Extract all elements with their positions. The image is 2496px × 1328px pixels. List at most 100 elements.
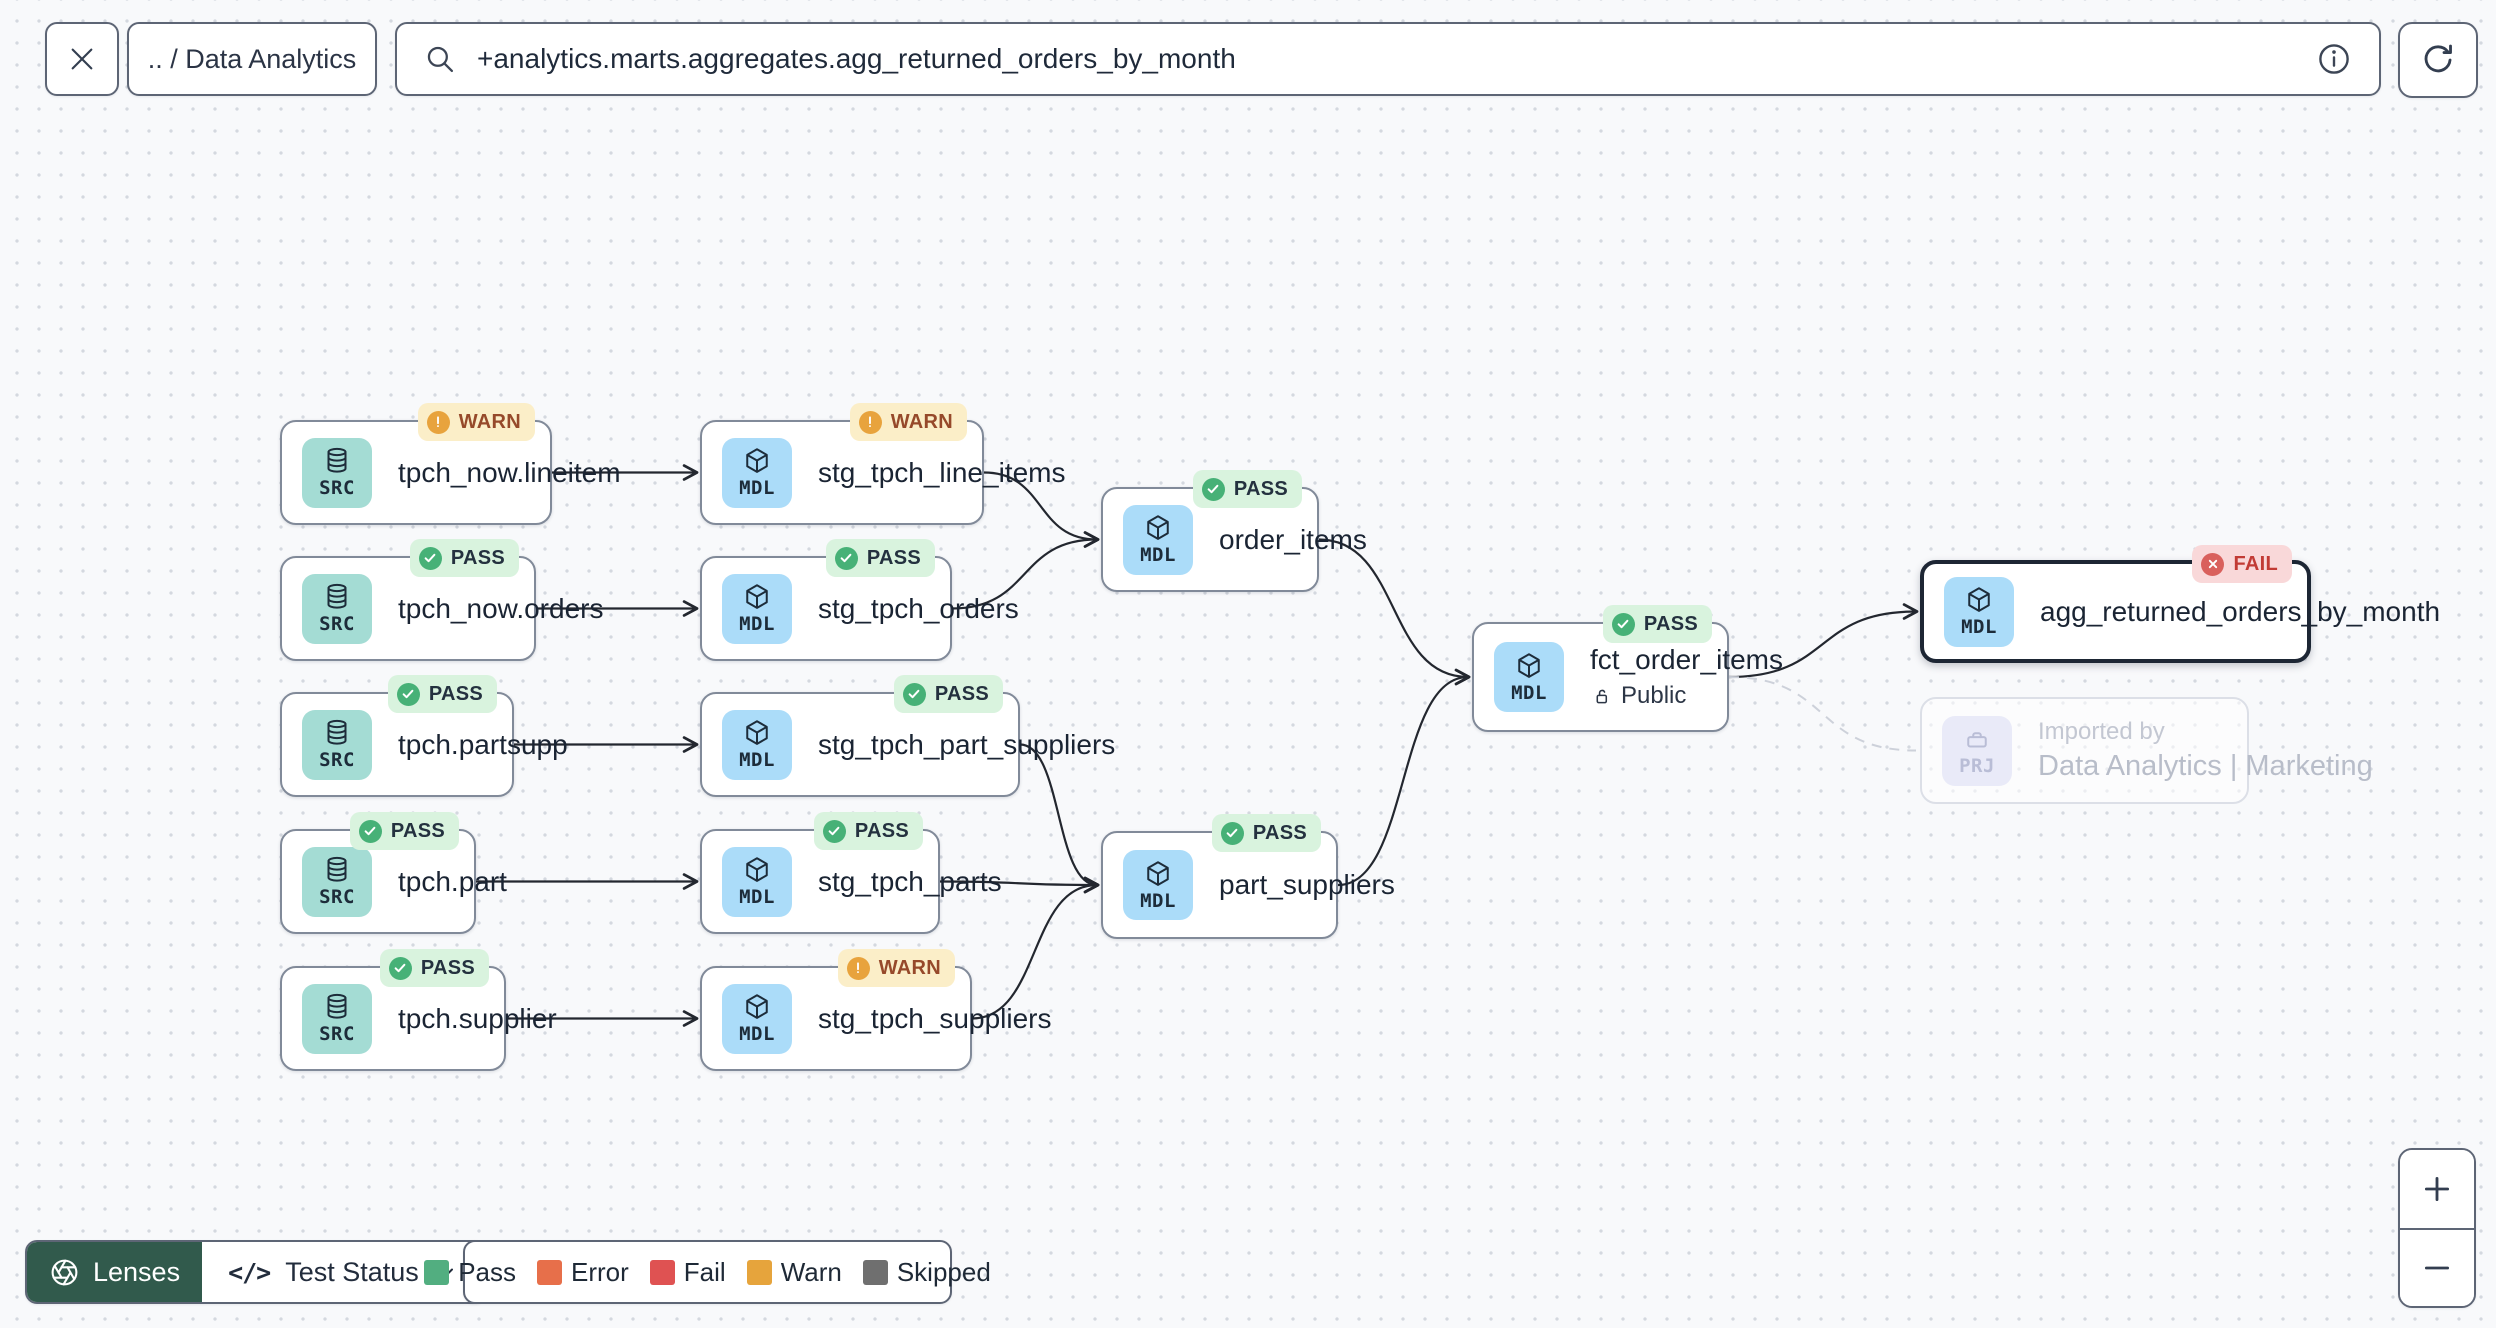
src-tile: SRC bbox=[302, 709, 372, 780]
status-label: PASS bbox=[854, 819, 909, 842]
lenses-control: Lenses </> Test Status bbox=[25, 1240, 486, 1304]
legend-item-fail: Fail bbox=[649, 1257, 726, 1288]
node-title: stg_tpch_parts bbox=[818, 865, 1002, 897]
status-label: WARN bbox=[878, 956, 941, 979]
status-label: PASS bbox=[866, 546, 921, 569]
warn-status-icon bbox=[858, 410, 882, 434]
node-title: Data Analytics | Marketing bbox=[2038, 750, 2373, 782]
mdl-tile: MDL bbox=[1123, 504, 1193, 575]
status-label: PASS bbox=[1252, 821, 1307, 844]
legend-label: Error bbox=[571, 1256, 629, 1287]
status-badge: WARN bbox=[849, 403, 967, 441]
edge-stg_tpch_orders-to-order_items bbox=[951, 531, 1100, 610]
pass-status-icon bbox=[396, 682, 420, 706]
prj-tile: PRJ bbox=[1942, 715, 2012, 786]
access-label: Public bbox=[1621, 682, 1687, 709]
aperture-icon bbox=[49, 1257, 80, 1288]
legend-item-pass: Pass bbox=[424, 1257, 516, 1288]
database-icon bbox=[327, 993, 347, 1019]
model-cube-icon bbox=[1147, 515, 1169, 540]
status-badge: PASS bbox=[409, 539, 519, 577]
pass-status-icon bbox=[1201, 477, 1225, 501]
src-tile: SRC bbox=[302, 846, 372, 917]
project-icon bbox=[1967, 732, 1987, 748]
edge-stg_tpch_parts-to-part_suppliers bbox=[939, 876, 1100, 894]
edge-stg_tpch_line_items-to-order_items bbox=[983, 471, 1100, 548]
warn-status-icon bbox=[426, 410, 450, 434]
status-badge: FAIL bbox=[2192, 545, 2292, 583]
legend-item-skipped: Skipped bbox=[862, 1257, 991, 1288]
status-label: WARN bbox=[890, 410, 953, 433]
edge-part_suppliers-to-fct_order_items bbox=[1337, 668, 1471, 887]
status-label: PASS bbox=[1233, 477, 1288, 500]
close-icon bbox=[66, 43, 98, 75]
pass-status-icon bbox=[834, 546, 858, 570]
search-input[interactable] bbox=[477, 43, 2295, 75]
breadcrumb[interactable]: .. / Data Analytics bbox=[127, 22, 377, 96]
close-button[interactable] bbox=[45, 22, 119, 96]
database-icon bbox=[327, 447, 347, 473]
pass-status-icon bbox=[902, 682, 926, 706]
mdl-tile: MDL bbox=[722, 573, 792, 644]
status-badge: WARN bbox=[417, 403, 535, 441]
node-title: agg_returned_orders_by_month bbox=[2040, 595, 2441, 627]
edge-stg_tpch_suppliers-to-part_suppliers bbox=[971, 876, 1100, 1020]
pass-status-icon bbox=[1220, 821, 1244, 845]
search-bar[interactable] bbox=[395, 22, 2381, 96]
node-title: tpch.supplier bbox=[398, 1002, 557, 1034]
status-label: WARN bbox=[458, 410, 521, 433]
zoom-in-button[interactable] bbox=[2400, 1150, 2474, 1228]
legend-item-error: Error bbox=[537, 1257, 629, 1288]
edge-order_items-to-fct_order_items bbox=[1318, 538, 1471, 686]
lens-selector-value: Test Status bbox=[285, 1256, 419, 1287]
breadcrumb-label: .. / Data Analytics bbox=[147, 43, 357, 74]
status-label: FAIL bbox=[2233, 552, 2278, 575]
tile-kind-label: MDL bbox=[1140, 889, 1176, 912]
zoom-out-button[interactable] bbox=[2400, 1228, 2474, 1306]
database-icon bbox=[327, 719, 347, 745]
refresh-button[interactable] bbox=[2398, 22, 2478, 98]
status-label: PASS bbox=[428, 682, 483, 705]
status-label: PASS bbox=[450, 546, 505, 569]
legend-swatch bbox=[649, 1259, 675, 1285]
lock-open-icon bbox=[1596, 689, 1608, 703]
code-icon: </> bbox=[228, 1257, 271, 1287]
database-icon bbox=[327, 856, 347, 882]
tile-kind-label: MDL bbox=[739, 749, 775, 771]
status-label: PASS bbox=[420, 956, 475, 979]
status-badge: PASS bbox=[1602, 605, 1712, 643]
legend-label: Pass bbox=[458, 1256, 516, 1287]
status-badge: WARN bbox=[837, 949, 955, 987]
node-title: stg_tpch_suppliers bbox=[818, 1002, 1052, 1034]
status-badge: PASS bbox=[825, 539, 935, 577]
node-title: order_items bbox=[1219, 523, 1367, 555]
status-badge: PASS bbox=[349, 812, 459, 850]
tile-kind-label: MDL bbox=[739, 477, 775, 499]
pass-status-icon bbox=[358, 819, 382, 843]
model-cube-icon bbox=[746, 857, 768, 882]
lenses-button[interactable]: Lenses bbox=[27, 1242, 203, 1302]
model-cube-icon bbox=[1968, 587, 1990, 612]
model-cube-icon bbox=[1518, 652, 1540, 678]
status-label: PASS bbox=[390, 819, 445, 842]
lineage-node-order_items[interactable]: MDL order_items PASS bbox=[1101, 470, 1367, 592]
edge-stg_tpch_part_suppliers-to-part_suppliers bbox=[1019, 743, 1100, 894]
info-icon[interactable] bbox=[2315, 40, 2353, 78]
lens-selector[interactable]: </> Test Status bbox=[202, 1242, 484, 1302]
pass-status-icon bbox=[1611, 612, 1635, 636]
